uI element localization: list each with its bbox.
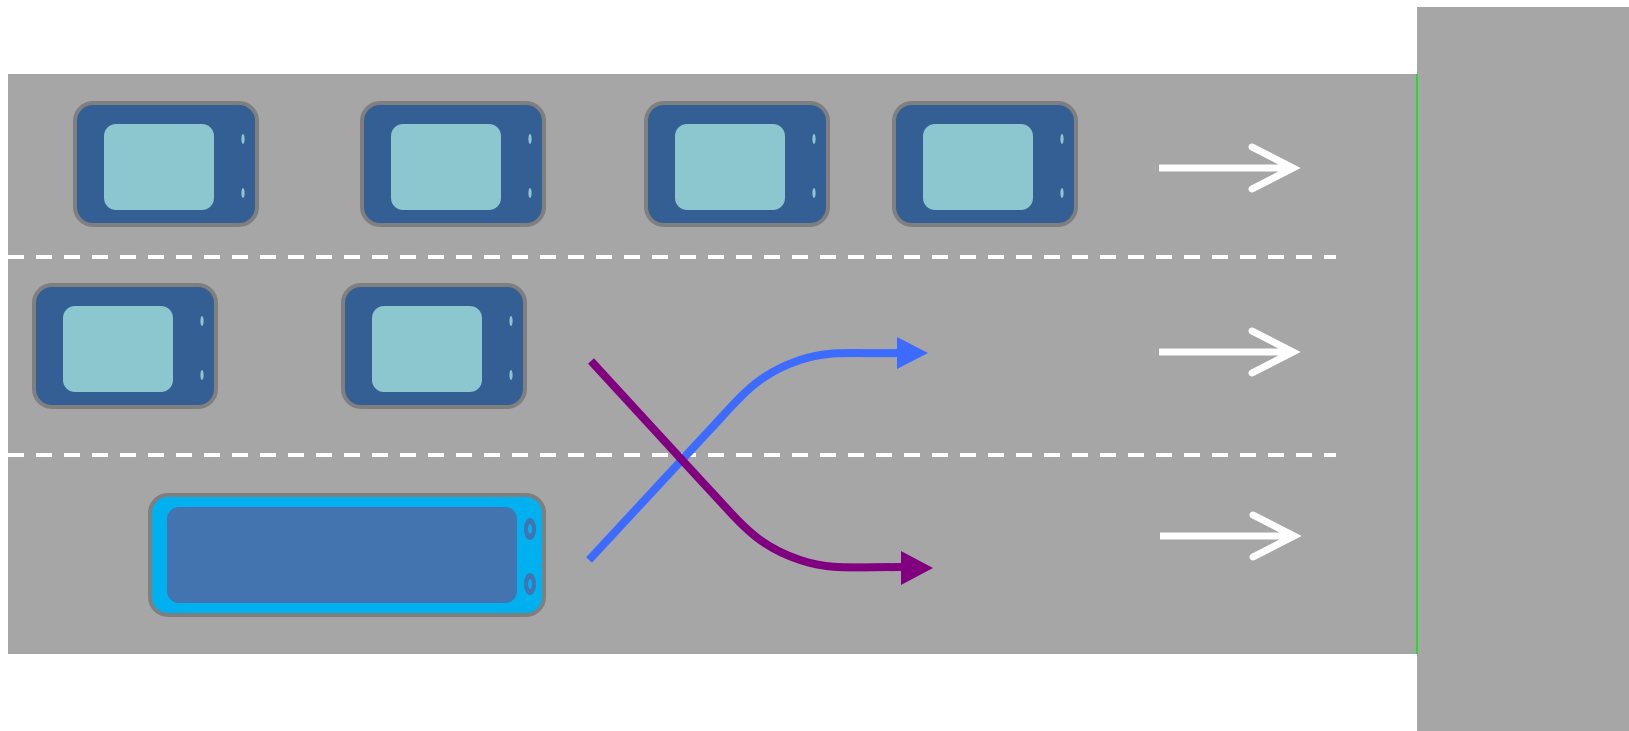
cross-road bbox=[1417, 7, 1629, 731]
car-middle-2 bbox=[341, 283, 527, 409]
arrow-right-icon bbox=[1159, 327, 1301, 377]
car-middle-1 bbox=[32, 283, 218, 409]
car-top-3 bbox=[644, 101, 830, 227]
car-top-1 bbox=[73, 101, 259, 227]
bus bbox=[148, 493, 546, 617]
arrow-right-icon bbox=[1159, 143, 1301, 193]
purple-lane-change-path bbox=[588, 358, 933, 585]
car-top-4 bbox=[892, 101, 1078, 227]
arrow-right-icon bbox=[1160, 511, 1302, 561]
blue-lane-change-path bbox=[586, 337, 928, 563]
car-top-2 bbox=[360, 101, 546, 227]
